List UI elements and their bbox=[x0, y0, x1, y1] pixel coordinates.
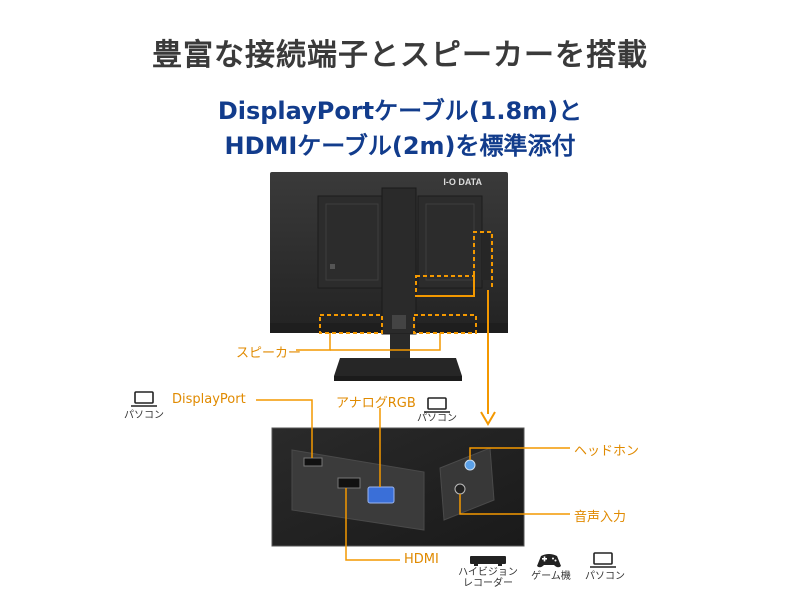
headphone-label: ヘッドホン bbox=[574, 444, 640, 459]
audio-in-port bbox=[454, 483, 466, 495]
speaker-label: スピーカー bbox=[236, 346, 302, 361]
page-title: 豊富な接続端子とスピーカーを搭載 bbox=[152, 38, 648, 73]
laptop-icon bbox=[590, 552, 616, 568]
device-label-game: ゲーム機 bbox=[531, 571, 571, 582]
audio-in-label: 音声入力 bbox=[574, 510, 627, 525]
displayport-port bbox=[303, 457, 323, 467]
analog-rgb-label: アナログRGB bbox=[336, 396, 416, 411]
vga-port bbox=[367, 486, 395, 504]
laptop-icon bbox=[424, 397, 450, 413]
arrow-down-icon bbox=[480, 290, 496, 426]
displayport-label: DisplayPort bbox=[172, 392, 246, 407]
monitor-back bbox=[270, 172, 508, 381]
gamepad-icon bbox=[537, 554, 561, 568]
device-label-recorder-1: ハイビジョン bbox=[458, 567, 518, 578]
laptop-icon bbox=[131, 391, 157, 407]
subtitle-line-1: DisplayPortケーブル(1.8m)と bbox=[217, 97, 583, 125]
device-label-recorder-2: レコーダー bbox=[463, 578, 513, 589]
port-zoom-panel bbox=[271, 427, 525, 547]
device-label-pc-mid: パソコン bbox=[417, 413, 457, 424]
hdmi-port bbox=[337, 477, 361, 489]
highlight-boxes bbox=[319, 231, 493, 334]
headphone-port bbox=[464, 459, 476, 471]
device-label-pc-right: パソコン bbox=[585, 571, 625, 582]
recorder-icon bbox=[470, 556, 506, 566]
subtitle-line-2: HDMIケーブル(2m)を標準添付 bbox=[224, 132, 576, 160]
speaker-lines bbox=[296, 333, 441, 351]
brand-logo: I-O DATA bbox=[443, 177, 482, 187]
port-lines bbox=[256, 399, 570, 561]
device-label-pc-left: パソコン bbox=[124, 410, 164, 421]
hdmi-label: HDMI bbox=[404, 552, 439, 567]
